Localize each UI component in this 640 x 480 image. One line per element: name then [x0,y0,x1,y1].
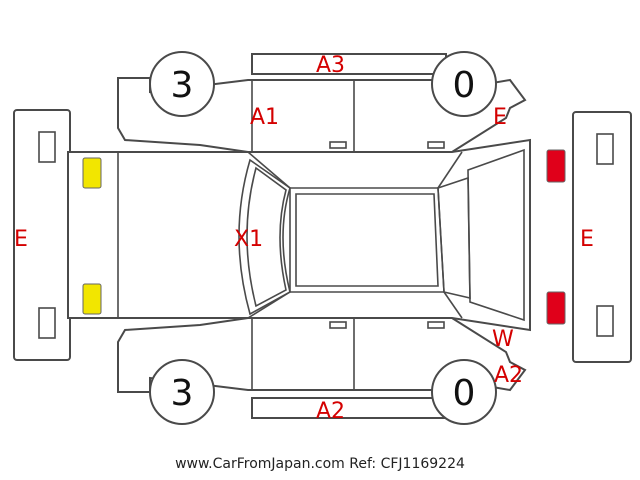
code-right-side-bottom: A2 [316,399,345,424]
footer-reference: www.CarFromJapan.com Ref: CFJ1169224 [175,456,465,472]
right-side-handle-rear [427,321,445,329]
cabin-roof-inner [295,193,439,287]
headlight-bottom [82,283,102,315]
c-pillar-top [437,151,463,189]
code-left-front-door: A1 [250,105,279,130]
left-side-handle-front [329,141,347,149]
windshield [238,158,291,316]
front-bumper-mark-top [38,131,56,163]
wheel-front-left-number: 3 [171,65,194,106]
rear-bumper-mark-top [596,133,614,165]
code-front-bumper: E [14,227,28,252]
code-roof-top: A3 [316,53,345,78]
wheel-front-right: 3 [149,359,215,425]
taillight-top [546,149,566,183]
headlight-top [82,157,102,189]
car-body-top-view [67,138,531,332]
roof-strip-top [251,53,447,75]
roof-strip-bottom [251,397,447,419]
windshield-inner [246,166,287,308]
wheel-rear-right-number: 0 [453,373,476,414]
rear-bumper-panel [572,111,632,363]
code-rear-right-a: A2 [494,363,523,388]
wheel-rear-right: 0 [431,359,497,425]
code-rear-bumper: E [580,227,594,252]
right-side-handle-front [329,321,347,329]
wheel-front-left: 3 [149,51,215,117]
front-bumper-mark-bottom [38,307,56,339]
code-windshield: X1 [234,227,263,252]
rear-bumper-mark-bottom [596,305,614,337]
taillight-bottom [546,291,566,325]
wheel-front-right-number: 3 [171,373,194,414]
code-rear-left-quarter: E [493,105,507,130]
a-pillar-top [247,151,291,189]
wheel-rear-left-number: 0 [453,65,476,106]
code-rear-right-w: W [492,327,514,352]
left-side-handle-rear [427,141,445,149]
wheel-rear-left: 0 [431,51,497,117]
c-pillar-bottom [443,291,463,319]
a-pillar-bottom [247,291,291,319]
tailgate [467,148,525,322]
